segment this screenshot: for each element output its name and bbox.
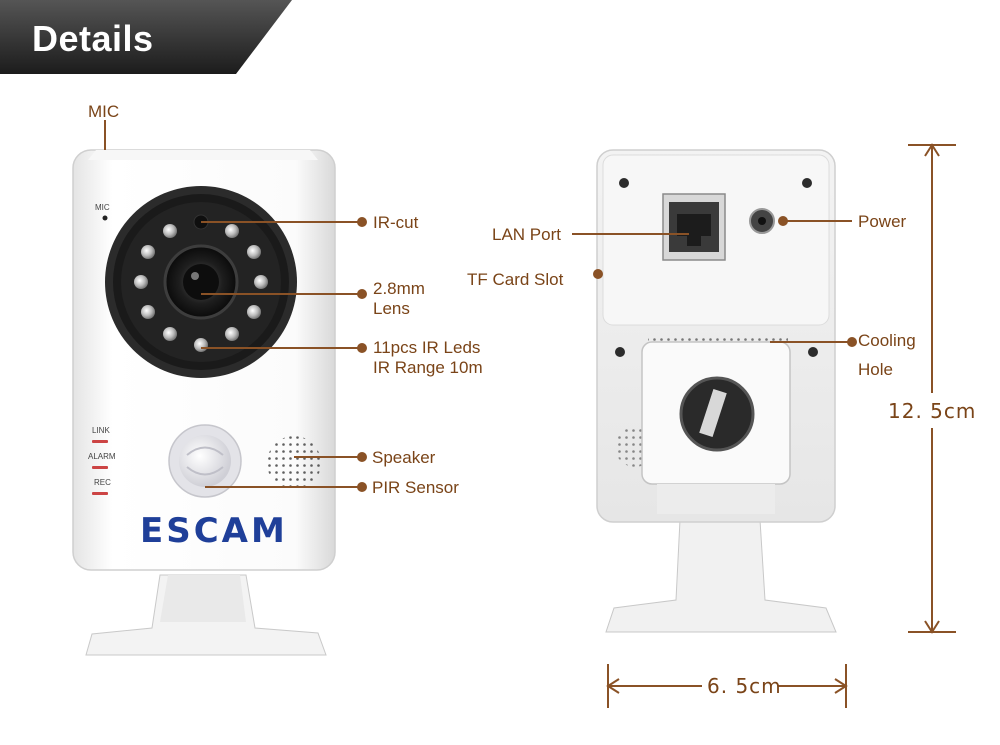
label-ir-range: IR Range 10m [373, 358, 483, 377]
label-power: Power [858, 212, 907, 231]
label-lan-port: LAN Port [492, 225, 561, 244]
header-banner [0, 0, 292, 74]
label-cooling: Cooling [858, 331, 916, 350]
mic-small-label: MIC [95, 203, 110, 212]
label-tf-card-slot: TF Card Slot [467, 270, 564, 289]
indicator-link: LINK [92, 426, 110, 435]
mic-hole [102, 215, 108, 221]
indicator-alarm: ALARM [88, 452, 116, 461]
page-title: Details [32, 18, 154, 59]
label-hole: Hole [858, 360, 893, 379]
label-pir-sensor: PIR Sensor [372, 478, 459, 497]
speaker-grill [267, 436, 321, 490]
ir-leds [134, 224, 268, 352]
brand-logo: ESCAM [140, 511, 288, 551]
label-mic: MIC [88, 102, 120, 121]
dimension-width: 6. 5cm [707, 674, 782, 698]
label-lens: Lens [373, 299, 410, 318]
indicator-rec: REC [94, 478, 111, 487]
label-ir-cut: IR-cut [373, 213, 419, 232]
label-ir-leds: 11pcs IR Leds [373, 338, 481, 357]
back-stand [605, 519, 837, 633]
label-speaker: Speaker [372, 448, 436, 467]
label-lens-size: 2.8mm [373, 279, 425, 298]
dimension-height: 12. 5cm [888, 399, 977, 423]
